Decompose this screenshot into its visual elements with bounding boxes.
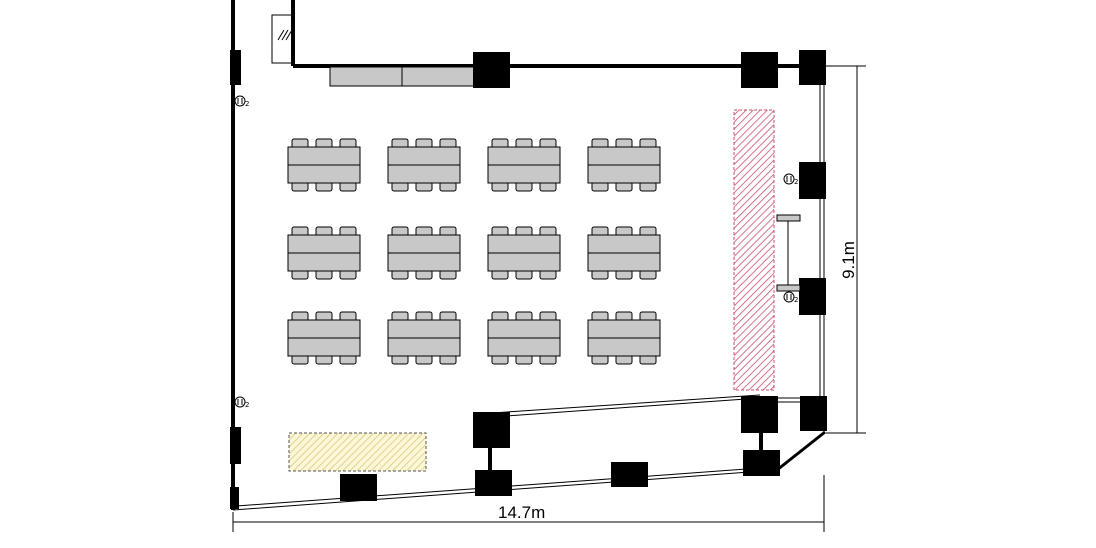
dimension-width bbox=[232, 475, 825, 532]
outlets: 2 2 2 2 bbox=[234, 95, 798, 409]
dimension-height-label: 9.1m bbox=[838, 241, 858, 279]
pillar bbox=[230, 50, 241, 85]
pillar bbox=[741, 52, 778, 88]
electrical-outlet-icon: 2 bbox=[234, 95, 249, 108]
table-group bbox=[387, 226, 461, 280]
pillar bbox=[473, 52, 510, 88]
pillar bbox=[799, 278, 826, 315]
pillar bbox=[741, 396, 778, 433]
table-group bbox=[587, 226, 661, 280]
pillars bbox=[230, 50, 827, 509]
pillar bbox=[799, 162, 826, 199]
pillar bbox=[743, 450, 780, 476]
table-group bbox=[287, 226, 361, 280]
electrical-outlet-icon: 2 bbox=[783, 291, 798, 304]
pillar bbox=[611, 462, 648, 487]
outlet-tag: 2 bbox=[245, 100, 249, 108]
outlet-tag: 2 bbox=[245, 401, 249, 409]
lectern bbox=[776, 214, 801, 292]
table-group bbox=[387, 311, 461, 365]
pillar bbox=[230, 427, 241, 464]
table-group bbox=[287, 311, 361, 365]
dimension-width-label: 14.7m bbox=[498, 503, 546, 522]
pillar bbox=[800, 396, 827, 431]
electrical-outlet-icon: 2 bbox=[783, 173, 798, 186]
table-group bbox=[587, 311, 661, 365]
table-group bbox=[487, 226, 561, 280]
seating-layout bbox=[287, 138, 661, 365]
table-group bbox=[387, 138, 461, 192]
pillar bbox=[230, 487, 239, 509]
table-group bbox=[487, 138, 561, 192]
partition-upper bbox=[491, 397, 761, 418]
stage-area bbox=[733, 109, 775, 391]
pillar bbox=[475, 470, 512, 496]
pillar bbox=[799, 50, 826, 85]
dimension-height bbox=[826, 65, 866, 434]
wall-diagonal-corner bbox=[776, 430, 826, 472]
outlet-tag: 2 bbox=[794, 178, 798, 186]
pillar bbox=[473, 412, 510, 448]
table-group bbox=[487, 311, 561, 365]
electrical-outlet-icon: 2 bbox=[234, 396, 249, 409]
door-top-left bbox=[271, 14, 294, 64]
reception-area bbox=[288, 432, 427, 472]
table-group bbox=[587, 138, 661, 192]
partition-upper-inner bbox=[491, 394, 761, 414]
outlet-tag: 2 bbox=[794, 296, 798, 304]
pillar bbox=[340, 474, 377, 501]
table-group bbox=[287, 138, 361, 192]
counter-top bbox=[329, 66, 476, 87]
